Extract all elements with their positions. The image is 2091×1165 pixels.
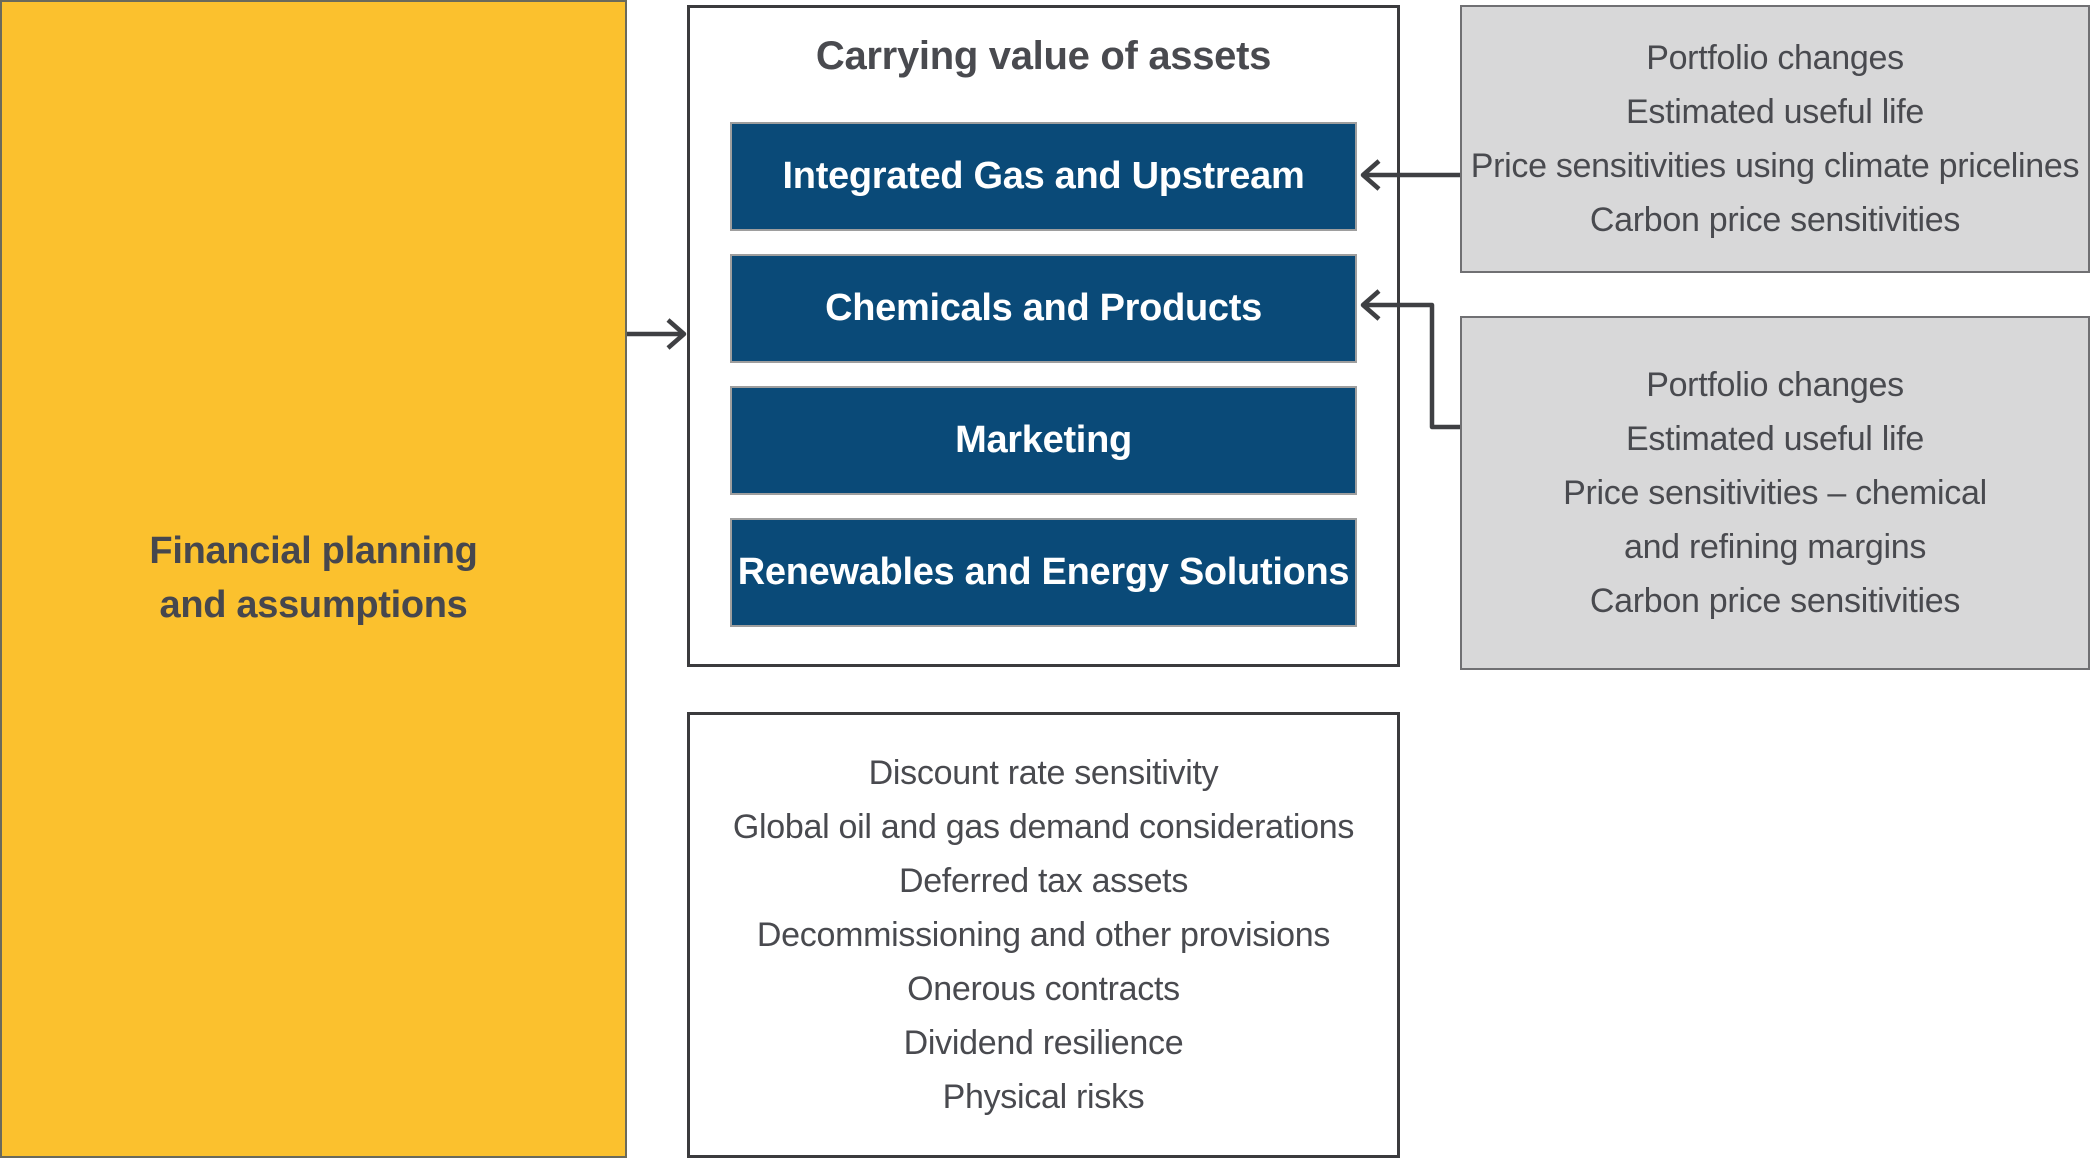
financial-planning-box: Financial planning and assumptions	[0, 0, 627, 1158]
arrow-financial-to-carrying	[627, 318, 687, 350]
consideration-item: Onerous contracts	[907, 970, 1180, 1008]
segment-renewables-and-energy-solutions: Renewables and Energy Solutions	[730, 518, 1357, 627]
consideration-item: Dividend resilience	[903, 1024, 1184, 1062]
factor-item: Price sensitivities – chemical and refin…	[1563, 474, 1987, 566]
segment-label: Renewables and Energy Solutions	[737, 551, 1350, 593]
segment-chemicals-and-products: Chemicals and Products	[730, 254, 1357, 363]
factor-item: Portfolio changes	[1646, 366, 1904, 404]
carrying-value-title: Carrying value of assets	[815, 34, 1272, 78]
consideration-item: Deferred tax assets	[898, 862, 1189, 900]
considerations-panel: Discount rate sensitivity Global oil and…	[687, 712, 1400, 1158]
carrying-value-panel: Carrying value of assets Integrated Gas …	[687, 5, 1400, 667]
factor-item: Portfolio changes	[1646, 39, 1904, 77]
segment-label: Integrated Gas and Upstream	[782, 155, 1305, 197]
factor-item: Carbon price sensitivities	[1589, 582, 1961, 620]
segment-label: Marketing	[955, 419, 1132, 461]
segment-label: Chemicals and Products	[825, 287, 1262, 329]
segment-integrated-gas-and-upstream: Integrated Gas and Upstream	[730, 122, 1357, 231]
factor-item: Estimated useful life	[1626, 93, 1924, 131]
consideration-item: Physical risks	[942, 1078, 1145, 1116]
factor-item: Price sensitivities using climate pricel…	[1470, 147, 2080, 185]
factor-item: Carbon price sensitivities	[1589, 201, 1961, 239]
upstream-factors-box: Portfolio changes Estimated useful life …	[1460, 5, 2090, 273]
consideration-item: Decommissioning and other provisions	[756, 916, 1331, 954]
segment-marketing: Marketing	[730, 386, 1357, 495]
factor-item: Estimated useful life	[1626, 420, 1924, 458]
consideration-item: Global oil and gas demand considerations	[732, 808, 1355, 846]
consideration-item: Discount rate sensitivity	[868, 754, 1219, 792]
chemicals-factors-box: Portfolio changes Estimated useful life …	[1460, 316, 2090, 670]
financial-planning-label: Financial planning and assumptions	[149, 530, 478, 626]
